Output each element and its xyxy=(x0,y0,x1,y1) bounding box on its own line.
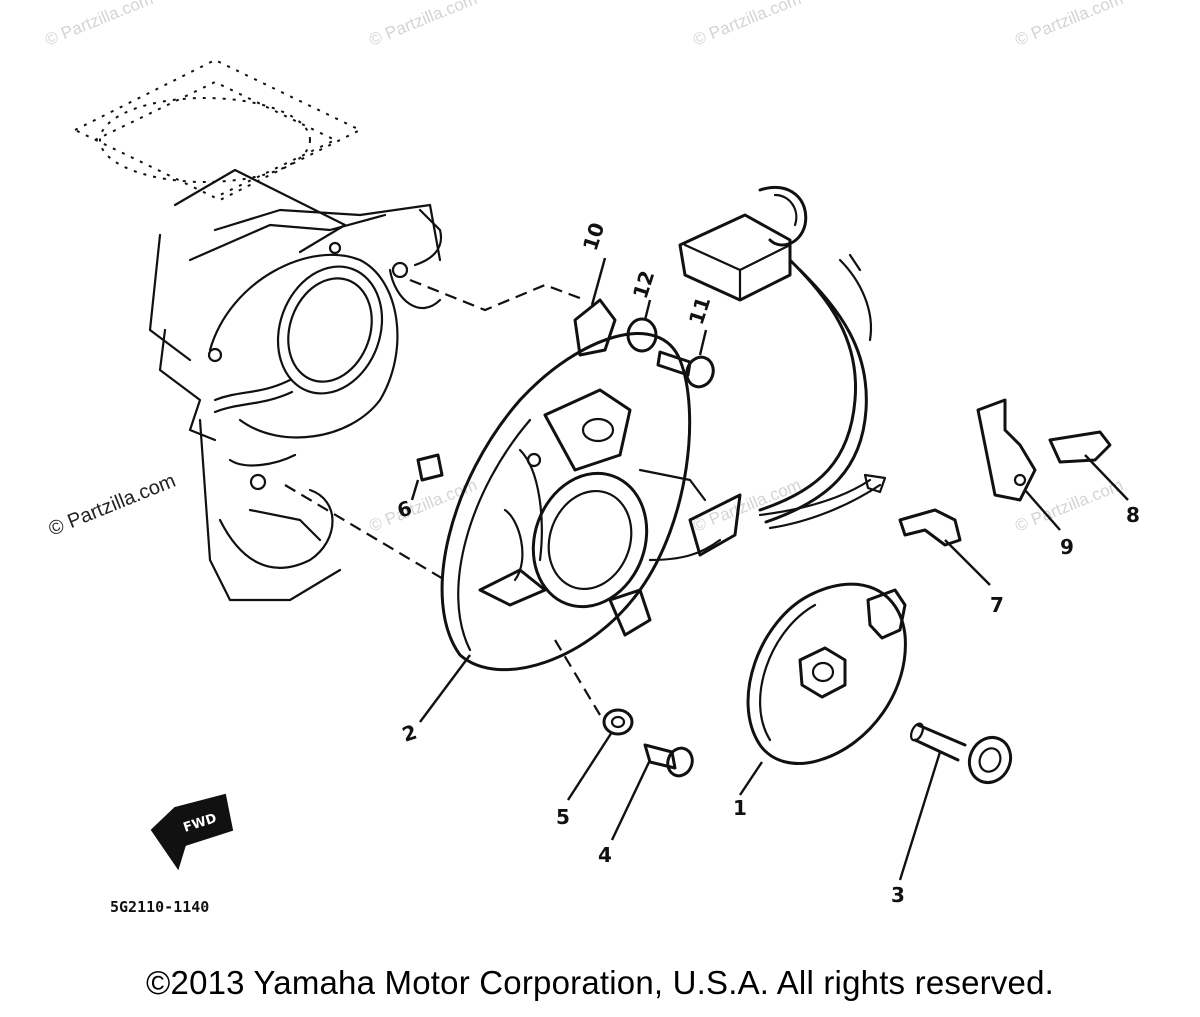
callout-1: 1 xyxy=(733,796,747,820)
callout-4: 4 xyxy=(598,843,612,867)
callout-11: 11 xyxy=(684,294,715,328)
watermark-group: © Partzilla.com © Partzilla.com © Partzi… xyxy=(42,0,1125,541)
diagram-code: 5G2110-1140 xyxy=(110,898,209,916)
leader-line xyxy=(1084,454,1129,501)
watermark: © Partzilla.com xyxy=(366,0,479,50)
forward-direction-marker: FWD xyxy=(150,793,234,871)
watermark: © Partzilla.com xyxy=(42,0,155,50)
exploded-parts-diagram: © Partzilla.com © Partzilla.com © Partzi… xyxy=(42,0,1140,916)
copyright-notice: ©2013 Yamaha Motor Corporation, U.S.A. A… xyxy=(146,964,1054,1001)
watermark: © Partzilla.com xyxy=(1012,0,1125,50)
callout-7: 7 xyxy=(990,593,1004,617)
leader-line xyxy=(1024,489,1061,531)
leader-line xyxy=(698,329,708,356)
watermark-dark: © Partzilla.com xyxy=(46,470,179,541)
leader-line xyxy=(739,761,763,796)
wiring-harness xyxy=(678,185,887,530)
bracket-part-9 xyxy=(976,398,1037,502)
callout-labels: 6 1 2 3 4 5 7 8 9 10 11 12 xyxy=(394,220,1140,907)
alignment-line xyxy=(554,639,601,716)
callout-5: 5 xyxy=(556,805,570,829)
watermark: © Partzilla.com xyxy=(366,475,479,536)
washer-part-5 xyxy=(602,708,634,736)
leader-line xyxy=(410,479,420,501)
clamp-part-8 xyxy=(1048,430,1112,464)
washer-part-12 xyxy=(626,317,658,353)
leader-line xyxy=(566,731,614,801)
leader-line xyxy=(643,299,652,321)
dowel-pin-part-6 xyxy=(416,453,444,482)
stator-assembly-part-2 xyxy=(440,332,742,672)
engine-crankcase-outline xyxy=(72,58,443,602)
rotor-part-1 xyxy=(746,582,907,765)
callout-9: 9 xyxy=(1060,535,1074,559)
watermark: © Partzilla.com xyxy=(690,475,803,536)
leader-line xyxy=(944,539,991,586)
alignment-line xyxy=(284,484,446,581)
leader-line xyxy=(610,759,652,841)
callout-12: 12 xyxy=(628,268,659,302)
leader-line xyxy=(419,654,471,723)
screw-part-4 xyxy=(643,743,694,778)
plate-part-10 xyxy=(573,298,617,357)
callout-8: 8 xyxy=(1126,503,1140,527)
leader-line xyxy=(590,257,607,306)
alignment-line xyxy=(409,278,586,312)
watermark: © Partzilla.com xyxy=(690,0,803,50)
bolt-part-3 xyxy=(909,722,1013,784)
clamp-part-7 xyxy=(898,508,962,547)
screw-part-11 xyxy=(656,350,715,389)
callout-2: 2 xyxy=(399,720,420,747)
callout-3: 3 xyxy=(891,883,905,907)
leader-line xyxy=(898,751,942,881)
callout-10: 10 xyxy=(578,220,609,254)
